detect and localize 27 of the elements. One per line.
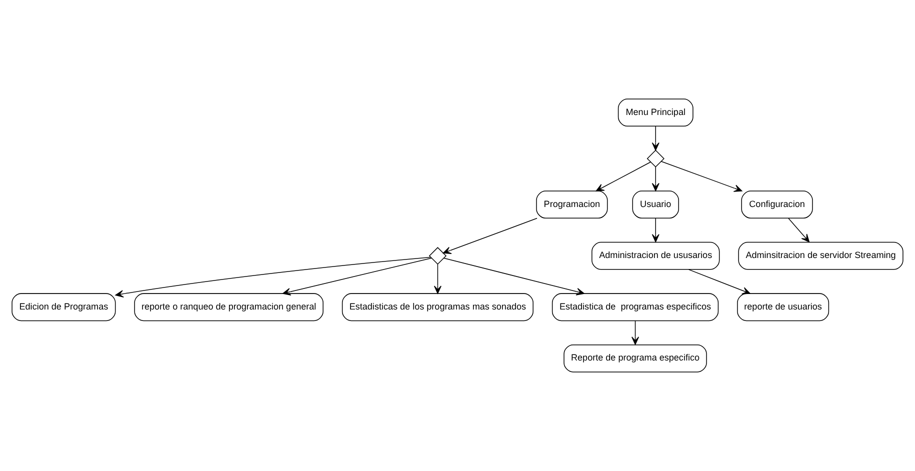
arrow [652, 218, 660, 242]
node-diamond [428, 247, 447, 265]
node-box: reporte de usuarios [737, 293, 830, 322]
node-box: Estadistica de programas especificos [552, 293, 719, 322]
node-box: Reporte de programa especifico [564, 344, 707, 372]
arrow [652, 126, 660, 151]
arrow [282, 258, 432, 296]
arrow [115, 256, 431, 298]
arrow [660, 161, 742, 192]
arrow [688, 269, 750, 294]
node-diamond [646, 150, 664, 168]
node-box: Administracion de ususarios [592, 242, 720, 270]
arrow [596, 162, 652, 192]
arrow [443, 258, 585, 296]
node-box: reporte o ranqueo de programacion general [134, 293, 324, 322]
arrow [788, 218, 810, 242]
node-box: Usuario [632, 190, 679, 219]
arrow [442, 218, 538, 254]
node-box: Configuracion [741, 190, 813, 219]
node-box: Estadisticas de los programas mas sonados [342, 293, 534, 322]
node-box: Edicion de Programas [12, 293, 116, 322]
arrow [434, 264, 442, 294]
arrow [632, 320, 640, 345]
node-box: Menu Principal [618, 98, 694, 127]
arrow [652, 166, 660, 192]
node-box: Adminsitracion de servidor Streaming [738, 242, 904, 270]
node-box: Programacion [536, 190, 608, 219]
